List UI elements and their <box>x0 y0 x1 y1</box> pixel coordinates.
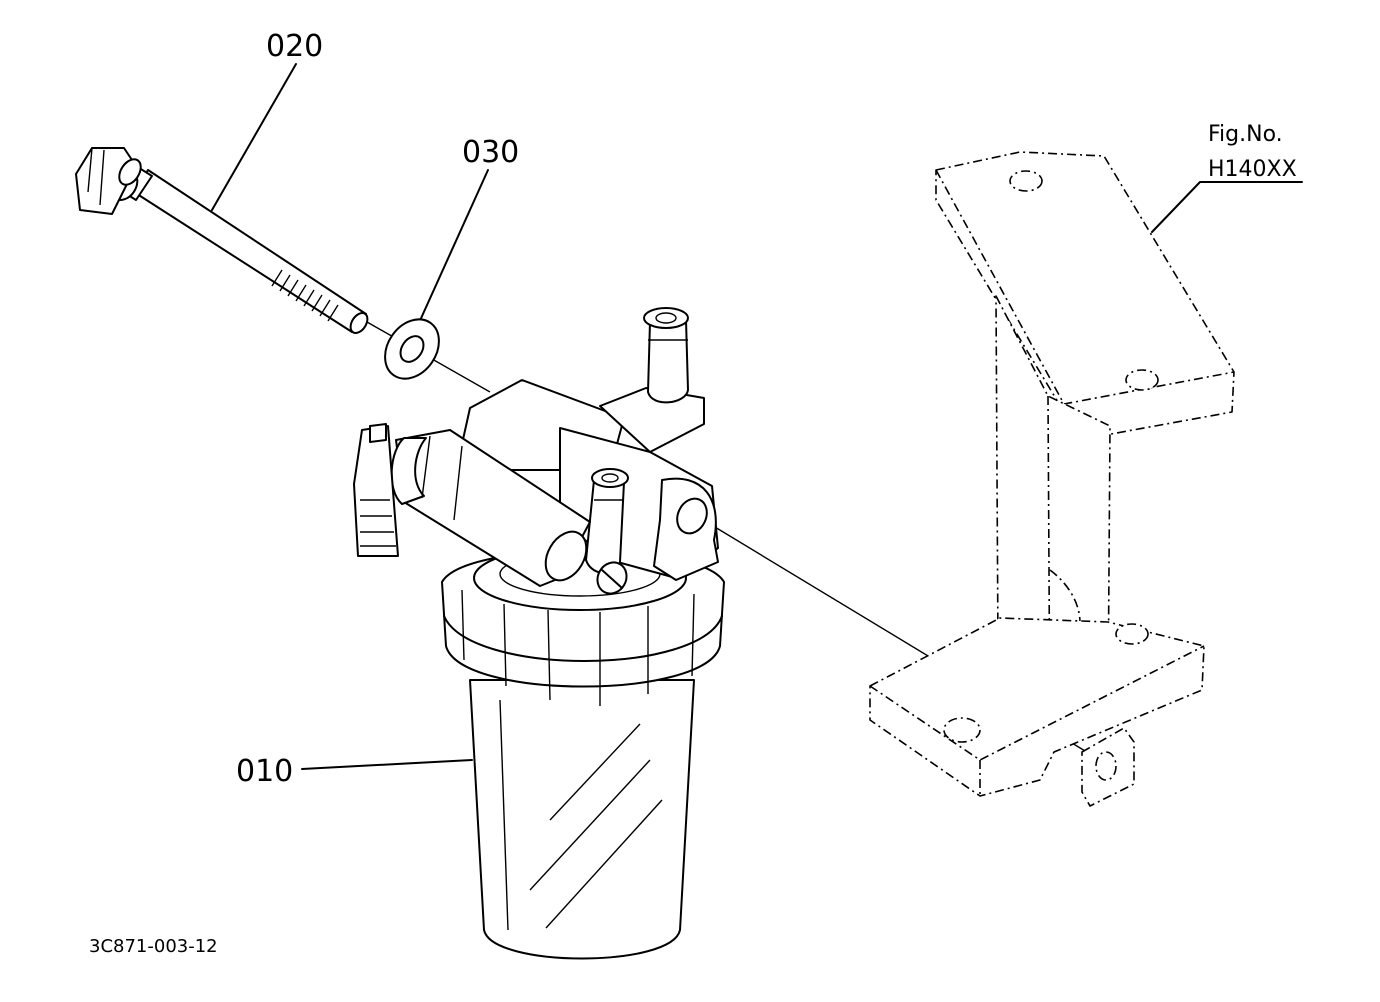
leader-fig-ref <box>1151 181 1303 233</box>
callout-020: 020 <box>266 29 323 64</box>
leader-010 <box>301 759 473 770</box>
leader-030 <box>417 169 489 326</box>
fig-no-value: H140XX <box>1208 157 1297 182</box>
callout-010: 010 <box>236 754 293 789</box>
mounting-bracket <box>869 151 1235 807</box>
fuel-filter-010 <box>353 307 725 960</box>
leader-020 <box>211 63 297 211</box>
fig-no-label: Fig.No. <box>1208 122 1283 147</box>
callout-030: 030 <box>462 135 519 170</box>
drawing-code: 3C871-003-12 <box>89 936 218 957</box>
washer-030 <box>384 318 440 380</box>
bolt-020 <box>75 147 369 334</box>
